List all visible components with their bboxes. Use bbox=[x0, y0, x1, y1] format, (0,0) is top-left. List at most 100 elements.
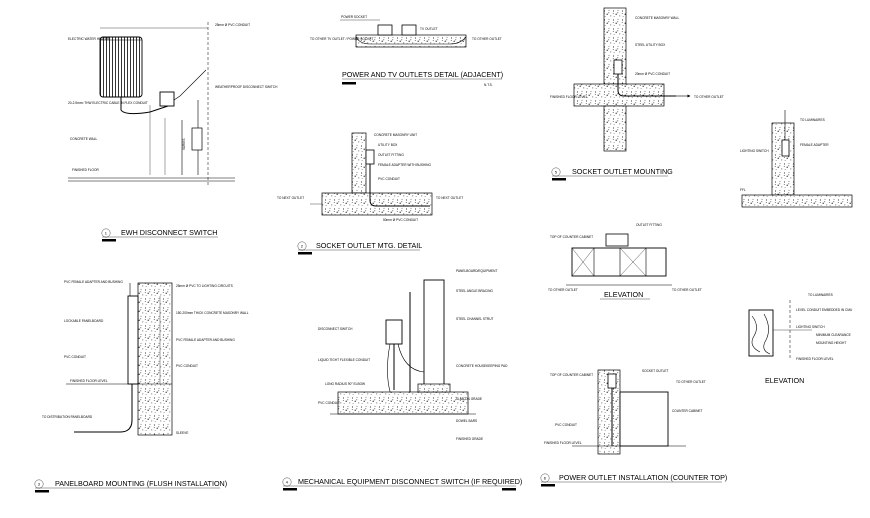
label-sd-slab: 50mm Ø PVC CONDUIT bbox=[383, 218, 418, 222]
label-rd-lum: TO LUMINAIRES bbox=[800, 118, 825, 122]
label-sd-wall: CONCRETE MASONRY UNIT bbox=[374, 133, 417, 137]
detail-socket-outlet-mounting: CONCRETE MASONRY WALL STEEL UTILITY BOX … bbox=[550, 7, 724, 181]
label-pb-sleeve: SLEEVE bbox=[176, 431, 188, 435]
label-mc-grade: FINISHED GRADE bbox=[456, 437, 483, 441]
scale-bar bbox=[552, 178, 566, 181]
label-pt-left: TO OTHER TV OUTLET / POWER SOCKET bbox=[310, 37, 373, 41]
title-mech: MECHANICAL EQUIPMENT DISCONNECT SWITCH (… bbox=[298, 477, 522, 486]
label-em-top: TOP OF COUNTER CABINET bbox=[550, 235, 593, 239]
label-pb-conduit: PVC CONDUIT bbox=[64, 355, 86, 359]
label-er-clear: MINIMUM CLEARANCE bbox=[816, 333, 851, 337]
detail-number: 5 bbox=[555, 170, 558, 175]
detail-number-bubble bbox=[551, 167, 561, 177]
label-sm-to: TO OTHER OUTLET bbox=[694, 95, 724, 99]
counter-cabinet bbox=[571, 247, 667, 277]
detail-ewh-disconnect-switch: ELECTRIC WATER HEATER 20-2.5mm² THW ELEC… bbox=[68, 22, 278, 242]
label-pb-box: PVC FEMALE ADAPTER AND BUSHING bbox=[176, 338, 235, 342]
title-ewh: EWH DISCONNECT SWITCH bbox=[121, 228, 218, 237]
scale-bar bbox=[35, 490, 49, 493]
slab-section bbox=[321, 192, 433, 216]
label-ewh-dim: VARIES bbox=[182, 139, 186, 150]
detail-counter-elevation: TOP OF COUNTER CABINET OUTLET FITTING TO… bbox=[548, 223, 702, 300]
title-socket-mtg: SOCKET OUTLET MTG. DETAIL bbox=[316, 241, 422, 250]
label-pt-right: TO OTHER OUTLET bbox=[472, 37, 502, 41]
label-rd-adapter: FEMALE ADAPTER bbox=[800, 143, 829, 147]
counter-cabinet bbox=[619, 391, 669, 447]
label-em-left: TO OTHER OUTLET bbox=[548, 288, 578, 292]
label-sm-box: STEEL UTILITY BOX bbox=[635, 43, 666, 47]
scale-bar bbox=[102, 239, 116, 242]
label-sd-adapter: FEMALE ADAPTER WITH BUSHING bbox=[378, 163, 431, 167]
panelboard bbox=[127, 295, 139, 385]
scale-nts: N.T.S. bbox=[484, 83, 493, 87]
detail-mechanical-disconnect: DISCONNECT SWITCH LIQUID TIGHT FLEXIBLE … bbox=[282, 269, 522, 491]
scale-bar bbox=[502, 488, 516, 491]
scale-bar bbox=[541, 484, 555, 487]
wall-lower bbox=[603, 105, 627, 152]
label-sm-wall: CONCRETE MASONRY WALL bbox=[635, 16, 679, 20]
label-pb-cover: LOCKABLE PANELBOARD bbox=[64, 319, 104, 323]
label-sd-outlet: OUTLET FITTING bbox=[378, 153, 404, 157]
label-sd-left: TO NEXT OUTLET bbox=[277, 196, 304, 200]
label-ewh-flex: 20-2.5mm² THW ELECTRIC CABLE IN FLEX CON… bbox=[68, 101, 148, 105]
detail-lighting-switch-section: TO LUMINAIRES FEMALE ADAPTER LIGHTING SW… bbox=[740, 110, 853, 208]
title-elevation-right: ELEVATION bbox=[765, 376, 804, 385]
label-pt-box: POWER SOCKET bbox=[341, 15, 367, 19]
label-mc-dowel: DOWEL BARS bbox=[456, 419, 477, 423]
label-er-switch: LIGHTING SWITCH bbox=[796, 325, 825, 329]
detail-power-outlet-counter: SOCKET OUTLET TOP OF COUNTER CABINET PVC… bbox=[540, 369, 727, 487]
detail-number: 6 bbox=[544, 476, 547, 481]
label-co-cab2: COUNTER CABINET bbox=[672, 409, 703, 413]
detail-number-bubble bbox=[34, 479, 44, 489]
label-em-outlet: OUTLET FITTING bbox=[636, 223, 662, 227]
label-mc-conduit: PVC CONDUIT bbox=[318, 401, 340, 405]
label-sm-floor: FINISHED FLOOR LEVEL bbox=[550, 95, 588, 99]
label-ewh-box: WEATHERPROOF DISCONNECT SWITCH bbox=[215, 85, 278, 89]
label-sd-conduit: PVC CONDUIT bbox=[378, 177, 400, 181]
title-power-tv: POWER AND TV OUTLETS DETAIL (ADJACENT) bbox=[342, 70, 503, 79]
label-co-cabinet: TOP OF COUNTER CABINET bbox=[550, 373, 593, 377]
detail-number: 3 bbox=[38, 482, 41, 487]
scale-bar bbox=[342, 82, 356, 85]
disconnect-box bbox=[159, 91, 175, 107]
label-pb-adapter: PVC FEMALE ADAPTER AND BUSHING bbox=[64, 280, 123, 284]
detail-panelboard-mounting: PVC FEMALE ADAPTER AND BUSHING LOCKABLE … bbox=[34, 280, 249, 493]
housekeeping-pad bbox=[417, 383, 451, 393]
label-ewh-heater: ELECTRIC WATER HEATER bbox=[68, 37, 110, 41]
label-mc-angle: STEEL ANGLE BRACING bbox=[456, 289, 493, 293]
detail-number: 2 bbox=[301, 244, 304, 249]
label-mc-slab: SLAB ON GRADE bbox=[456, 397, 482, 401]
title-counter: POWER OUTLET INSTALLATION (COUNTER TOP) bbox=[559, 473, 727, 482]
label-ewh-conduit: 25mm Ø PVC CONDUIT bbox=[215, 23, 250, 27]
label-pb-wall: 150-200mm THICK CONCRETE MASONRY WALL bbox=[176, 311, 249, 315]
label-co-floor: FINISHED FLOOR LEVEL bbox=[544, 441, 582, 445]
label-sd-right: TO NEXT OUTLET bbox=[436, 196, 463, 200]
wall-section bbox=[351, 132, 367, 194]
label-sm-conduit: 20mm Ø PVC CONDUIT bbox=[635, 72, 670, 76]
title-elevation-mid: ELEVATION bbox=[604, 290, 643, 299]
slab-on-grade bbox=[337, 391, 469, 415]
label-mc-bend: LONG RADIUS 90° ELBOW bbox=[325, 382, 365, 386]
label-co-to: TO OTHER OUTLET bbox=[676, 380, 706, 384]
detail-socket-outlet-mtg: CONCRETE MASONRY UNIT UTILITY BOX OUTLET… bbox=[277, 132, 463, 255]
equipment-unit bbox=[423, 279, 445, 393]
label-er-floor: FINISHED FLOOR LEVEL bbox=[796, 357, 834, 361]
label-er-lum: TO LUMINAIRES bbox=[808, 293, 833, 297]
water-heater-tank bbox=[99, 36, 143, 98]
detail-number: 4 bbox=[286, 480, 289, 485]
label-em-right: TO OTHER OUTLET bbox=[672, 288, 702, 292]
label-mc-strut: STEEL CHANNEL STRUT bbox=[456, 317, 494, 321]
label-er-box: LEVEL CONDUIT EMBEDDED IN CMU bbox=[796, 308, 853, 312]
title-panelboard: PANELBOARD MOUNTING (FLUSH INSTALLATION) bbox=[55, 479, 227, 488]
detail-number-bubble bbox=[540, 473, 550, 483]
detail-number: 1 bbox=[105, 231, 108, 236]
scale-bar bbox=[298, 252, 312, 255]
label-ewh-floor: FINISHED FLOOR bbox=[72, 168, 99, 172]
label-rd-ffl: FFL bbox=[740, 188, 746, 192]
label-mc-pad: CONCRETE HOUSEKEEPING PAD bbox=[456, 364, 508, 368]
label-pb-top: 25mm Ø PVC TO LIGHTING CIRCUITS bbox=[176, 284, 233, 288]
label-er-height: MOUNTING HEIGHT bbox=[816, 341, 846, 345]
wall-section bbox=[137, 282, 173, 436]
label-pb-bottom: TO DISTRIBUTION PANELBOARD bbox=[42, 415, 93, 419]
